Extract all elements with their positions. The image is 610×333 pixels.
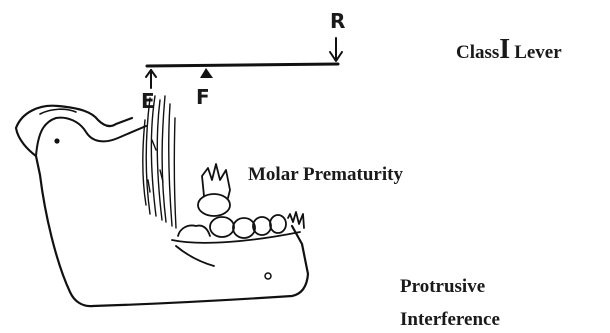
protrusive-label-line2: Interference: [400, 309, 500, 330]
masseter-muscle: [143, 96, 176, 228]
molar-tooth-icon: [198, 164, 230, 216]
fulcrum-label: F: [196, 85, 210, 109]
resistance-label: R: [330, 9, 345, 33]
protrusive-label-line1: Protrusive: [400, 276, 485, 297]
fulcrum-triangle-icon: [200, 68, 213, 78]
dental-arch: [172, 212, 304, 266]
effort-arrow-icon: [146, 70, 156, 88]
resistance-arrow-icon: [330, 38, 342, 61]
ramus-contour: [36, 118, 146, 156]
condyle-dot: [54, 138, 59, 143]
sigmoid-notch: [40, 109, 76, 114]
lever-bar: [147, 64, 338, 66]
molar-prematurity-label: Molar Prematurity: [248, 164, 403, 185]
mental-foramen: [265, 273, 271, 279]
